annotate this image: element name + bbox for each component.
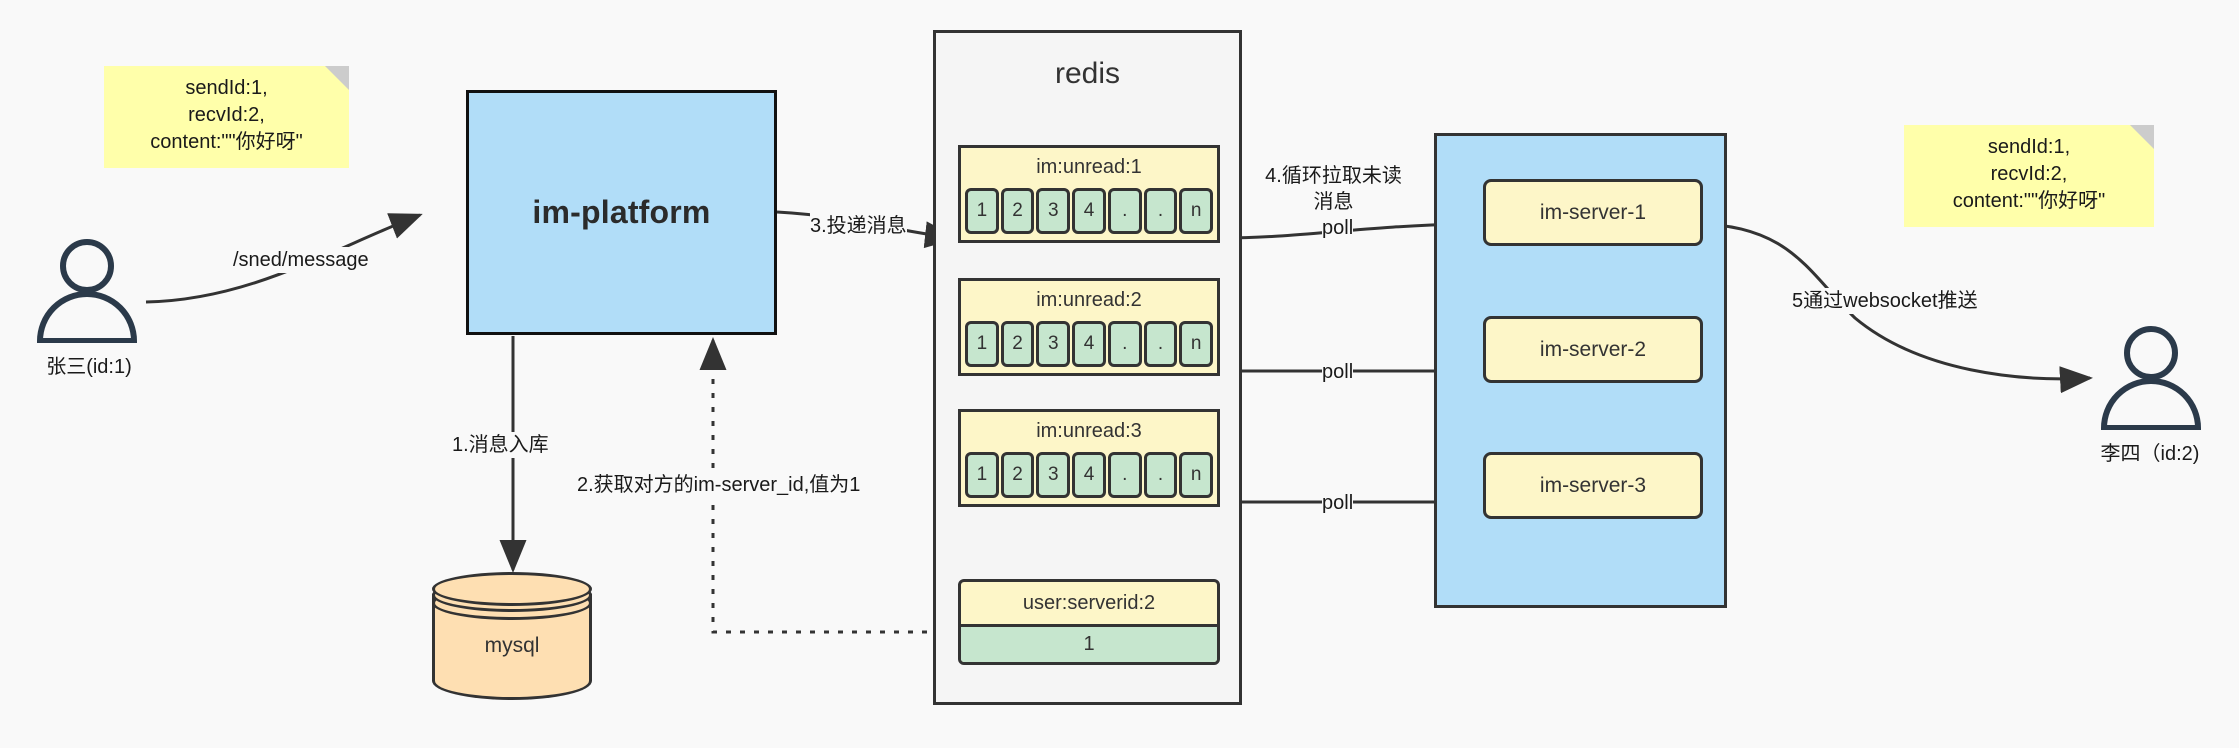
- queue-3-cell: .: [1143, 452, 1178, 498]
- message-note-left: sendId:1, recvId:2, content:""你好呀": [104, 66, 349, 168]
- message-note-right: sendId:1, recvId:2, content:""你好呀": [1904, 125, 2154, 227]
- redis-queue-3[interactable]: im:unread:3 1 2 3 4 . . n: [958, 409, 1220, 507]
- note-right-line-1: sendId:1,: [1987, 135, 2071, 158]
- edge-label-step2: 2.获取对方的im-server_id,值为1: [577, 472, 861, 498]
- edge-label-step5: 5通过websocket推送: [1792, 288, 1978, 314]
- im-platform-box[interactable]: im-platform: [466, 90, 777, 335]
- avatar-receiver: [2092, 325, 2210, 431]
- im-platform-label: im-platform: [532, 194, 711, 230]
- receiver-label: 李四（id:2): [2100, 443, 2200, 465]
- mysql-label: mysql: [484, 633, 540, 657]
- redis-container: redis im:unread:1 1 2 3 4 . . n im:unrea…: [933, 30, 1242, 705]
- queue-1-cell: .: [1107, 188, 1142, 234]
- note-right-line-3: content:""你好呀": [1952, 189, 2106, 212]
- queue-1-cell: n: [1179, 188, 1214, 234]
- redis-queue-2[interactable]: im:unread:2 1 2 3 4 . . n: [958, 278, 1220, 376]
- redis-kv-user-serverid[interactable]: user:serverid:2 1: [958, 579, 1220, 665]
- queue-1-cell: 2: [1000, 188, 1035, 234]
- queue-2-cell: 1: [965, 321, 999, 367]
- queue-3-cell: 3: [1036, 452, 1071, 498]
- redis-queue-1[interactable]: im:unread:1 1 2 3 4 . . n: [958, 145, 1220, 243]
- im-server-2-label: im-server-2: [1539, 337, 1647, 361]
- mysql-database[interactable]: mysql: [432, 572, 592, 700]
- queue-1-cell: 1: [965, 188, 999, 234]
- queue-3-key: im:unread:3: [1036, 420, 1142, 442]
- queue-2-cell: n: [1179, 321, 1214, 367]
- queue-2-cell: 2: [1000, 321, 1035, 367]
- queue-2-cell: .: [1107, 321, 1142, 367]
- note-left-line-3: content:""你好呀": [150, 130, 303, 153]
- queue-1-cell: 4: [1072, 188, 1106, 234]
- im-server-3-box[interactable]: im-server-3: [1483, 452, 1703, 519]
- queue-3-cells: 1 2 3 4 . . n: [965, 452, 1214, 498]
- sender-label: 张三(id:1): [46, 356, 132, 378]
- im-server-2-box[interactable]: im-server-2: [1483, 316, 1703, 383]
- queue-1-cell: 3: [1036, 188, 1071, 234]
- queue-3-cell: n: [1179, 452, 1214, 498]
- user-icon: [36, 239, 138, 344]
- queue-1-key: im:unread:1: [1036, 156, 1142, 178]
- queue-2-key: im:unread:2: [1036, 289, 1142, 311]
- im-server-1-label: im-server-1: [1539, 200, 1647, 224]
- queue-3-cell: 1: [965, 452, 999, 498]
- queue-3-cell: 4: [1072, 452, 1106, 498]
- mysql-top: [432, 572, 592, 606]
- note-fold-icon: [325, 66, 349, 90]
- im-server-group: im-server-1 im-server-2 im-server-3: [1434, 133, 1727, 608]
- queue-1-cells: 1 2 3 4 . . n: [965, 188, 1214, 234]
- queue-3-cell: 2: [1000, 452, 1035, 498]
- note-right-line-2: recvId:2,: [1990, 162, 2068, 185]
- user-icon: [2100, 326, 2202, 431]
- queue-2-cell: .: [1143, 321, 1178, 367]
- edge-label-poll-1: poll: [1322, 215, 1354, 241]
- note-fold-icon: [2130, 125, 2154, 149]
- im-server-1-box[interactable]: im-server-1: [1483, 179, 1703, 246]
- queue-3-cell: .: [1107, 452, 1142, 498]
- queue-2-cell: 3: [1036, 321, 1071, 367]
- redis-title: redis: [1054, 57, 1121, 90]
- edge-label-step3: 3.投递消息: [810, 213, 907, 239]
- im-server-3-label: im-server-3: [1539, 473, 1647, 497]
- queue-1-cell: .: [1143, 188, 1178, 234]
- queue-2-cells: 1 2 3 4 . . n: [965, 321, 1214, 367]
- edge-label-send-message: /sned/message: [233, 247, 369, 273]
- kv-value: 1: [961, 624, 1217, 662]
- edge-label-step1: 1.消息入库: [452, 432, 549, 458]
- queue-2-cell: 4: [1072, 321, 1106, 367]
- edge-label-poll-2: poll: [1322, 359, 1354, 385]
- note-left-line-2: recvId:2,: [188, 103, 265, 126]
- edge-label-step4: 4.循环拉取未读消息: [1256, 163, 1411, 215]
- edge-label-poll-3: poll: [1322, 490, 1354, 516]
- kv-key: user:serverid:2: [1022, 592, 1156, 614]
- avatar-sender: [28, 238, 146, 344]
- note-left-line-1: sendId:1,: [185, 76, 268, 99]
